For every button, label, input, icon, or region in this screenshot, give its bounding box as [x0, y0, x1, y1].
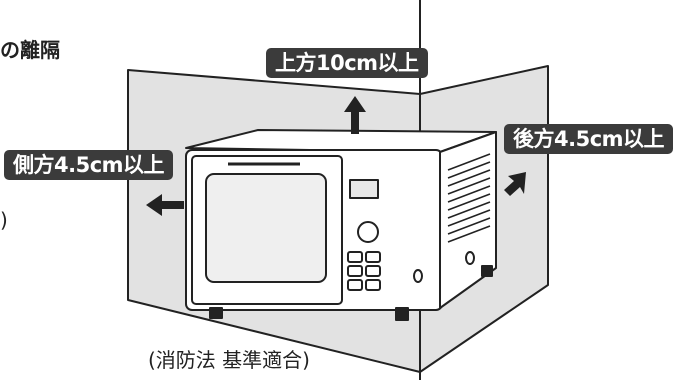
arrow-up-icon: [344, 96, 366, 134]
control-dial: [357, 221, 379, 243]
control-buttons: [347, 251, 381, 291]
back-clearance-label: 後方4.5cm以上: [504, 124, 674, 154]
side-vents: [447, 153, 491, 243]
arrow-right-icon: [504, 172, 526, 196]
side-hole-2: [465, 251, 475, 265]
arrow-left-icon: [146, 194, 184, 216]
foot-front-right: [395, 307, 409, 321]
foot-back-right: [481, 265, 493, 277]
side-hole-1: [413, 269, 423, 283]
fire-law-caption: (消防法 基準適合): [148, 348, 310, 372]
foot-front-left: [209, 307, 223, 319]
top-clearance-label: 上方10cm以上: [266, 48, 428, 78]
side-clearance-label: 側方4.5cm以上: [4, 150, 174, 180]
oven-window: [205, 173, 327, 283]
heading-fragment: の離隔: [0, 38, 60, 62]
control-display: [349, 179, 379, 199]
microwave-oven: [185, 129, 497, 321]
paren-fragment: ): [0, 208, 8, 232]
